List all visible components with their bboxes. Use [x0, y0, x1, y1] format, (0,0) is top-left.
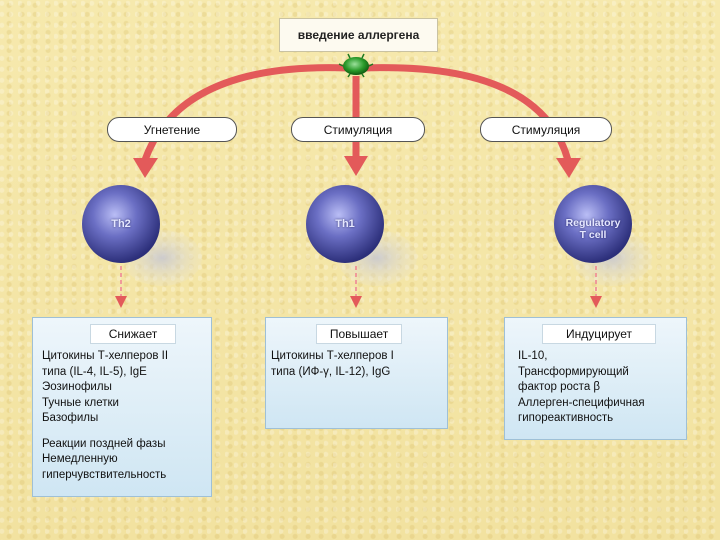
list-item: фактор роста β: [518, 381, 601, 393]
effect-list-1: Цитокины Т-хелперов II типа (IL-4, IL-5)…: [42, 349, 205, 483]
action-label-1: Угнетение: [107, 117, 237, 142]
list-item: Трансформирующий: [518, 365, 629, 378]
cell-label-th1: Th1: [335, 218, 355, 230]
effect-heading-1: Снижает: [90, 324, 176, 344]
arrow-to-panel-2: [350, 266, 362, 308]
effect-panel-th1: Повышает Цитокины Т-хелперов I типа (ИФ-…: [265, 317, 448, 429]
effect-panel-regulatory: Индуцирует IL-10, Трансформирующий факто…: [504, 317, 687, 440]
list-item: Немедленную: [42, 453, 118, 465]
cell-label-regulatory-line-1: Regulatory: [565, 217, 621, 229]
list-spacer: [42, 427, 205, 437]
effect-list-3: IL-10, Трансформирующий фактор роста β А…: [518, 349, 680, 427]
list-item: Эозинофилы: [42, 381, 112, 393]
lymphocyte-cell-icon: [554, 185, 632, 263]
lymphocyte-cell-icon: [306, 185, 384, 263]
list-item: Базофилы: [42, 412, 99, 424]
arrow-to-panel-1: [115, 266, 127, 308]
cell-label-th2: Th2: [111, 218, 131, 230]
list-item: Цитокины Т-хелперов II: [42, 350, 169, 362]
list-item: Реакции поздней фазы: [42, 437, 166, 450]
effect-panel-th2: Снижает Цитокины Т-хелперов II типа (IL-…: [32, 317, 212, 497]
arrow-to-panel-3: [590, 266, 602, 308]
effect-heading-2: Повышает: [316, 324, 402, 344]
list-item: гиперчувствительность: [42, 468, 167, 481]
list-item: Аллерген-специфичная: [518, 396, 645, 409]
list-item: гипореактивность: [518, 412, 614, 424]
list-item: Цитокины Т-хелперов I: [271, 350, 394, 362]
effect-heading-3: Индуцирует: [542, 324, 656, 344]
list-item: типа (ИФ-γ, IL-12), IgG: [271, 365, 391, 378]
list-item: IL-10,: [518, 350, 548, 362]
lymphocyte-cell-icon: [82, 185, 160, 263]
action-label-3: Стимуляция: [480, 117, 612, 142]
list-item: Тучные клетки: [42, 396, 119, 409]
cell-label-regulatory-line-2: T cell: [579, 229, 607, 241]
effect-list-2: Цитокины Т-хелперов I типа (ИФ-γ, IL-12)…: [271, 349, 441, 380]
allergen-particle-icon: [338, 53, 374, 78]
allergen-title: введение аллергена: [279, 18, 438, 52]
list-item: типа (IL-4, IL-5), IgE: [42, 365, 147, 378]
cell-label-regulatory: Regulatory T cell: [553, 217, 633, 241]
action-label-2: Стимуляция: [291, 117, 425, 142]
